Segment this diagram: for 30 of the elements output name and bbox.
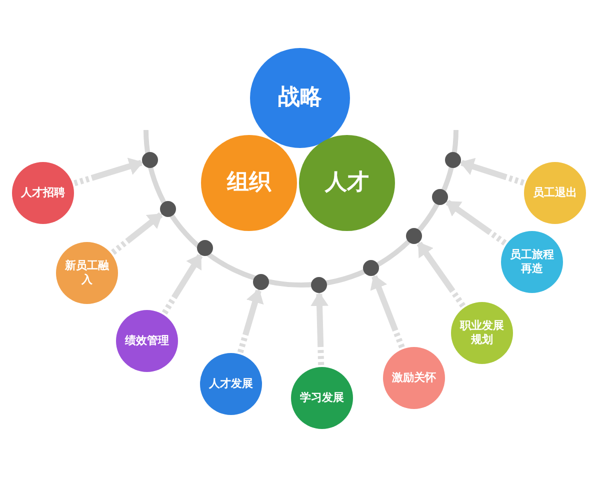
circle-label: 激励关怀 bbox=[392, 371, 436, 385]
circle-label: 员工旅程再造 bbox=[509, 248, 555, 276]
track-dot bbox=[197, 240, 213, 256]
arrow bbox=[446, 200, 507, 246]
circle-label: 学习发展 bbox=[300, 391, 344, 405]
circle-label: 职业发展规划 bbox=[458, 319, 505, 347]
track-dot bbox=[445, 152, 461, 168]
circle-label: 员工退出 bbox=[533, 186, 577, 200]
track-dot bbox=[142, 152, 158, 168]
track-dot bbox=[253, 274, 269, 290]
track-dot bbox=[311, 277, 327, 293]
arrow bbox=[370, 274, 405, 348]
circle-label: 人才 bbox=[325, 169, 369, 197]
circle-label: 新员工融入 bbox=[64, 259, 110, 287]
arrow bbox=[310, 292, 329, 366]
track-dot bbox=[160, 201, 176, 217]
track-dot bbox=[432, 189, 448, 205]
track-dot bbox=[406, 228, 422, 244]
arrow bbox=[162, 254, 203, 315]
circle-label: 组织 bbox=[227, 169, 271, 197]
arrow bbox=[416, 242, 466, 308]
track-dot bbox=[363, 260, 379, 276]
arrow bbox=[74, 158, 144, 186]
arrow bbox=[237, 288, 264, 354]
arrow bbox=[460, 158, 525, 186]
circle-label: 绩效管理 bbox=[125, 334, 169, 348]
circle-label: 人才招聘 bbox=[21, 186, 65, 200]
arrow bbox=[111, 212, 163, 255]
circle-label: 人才发展 bbox=[209, 377, 253, 391]
circle-label: 战略 bbox=[278, 84, 322, 112]
